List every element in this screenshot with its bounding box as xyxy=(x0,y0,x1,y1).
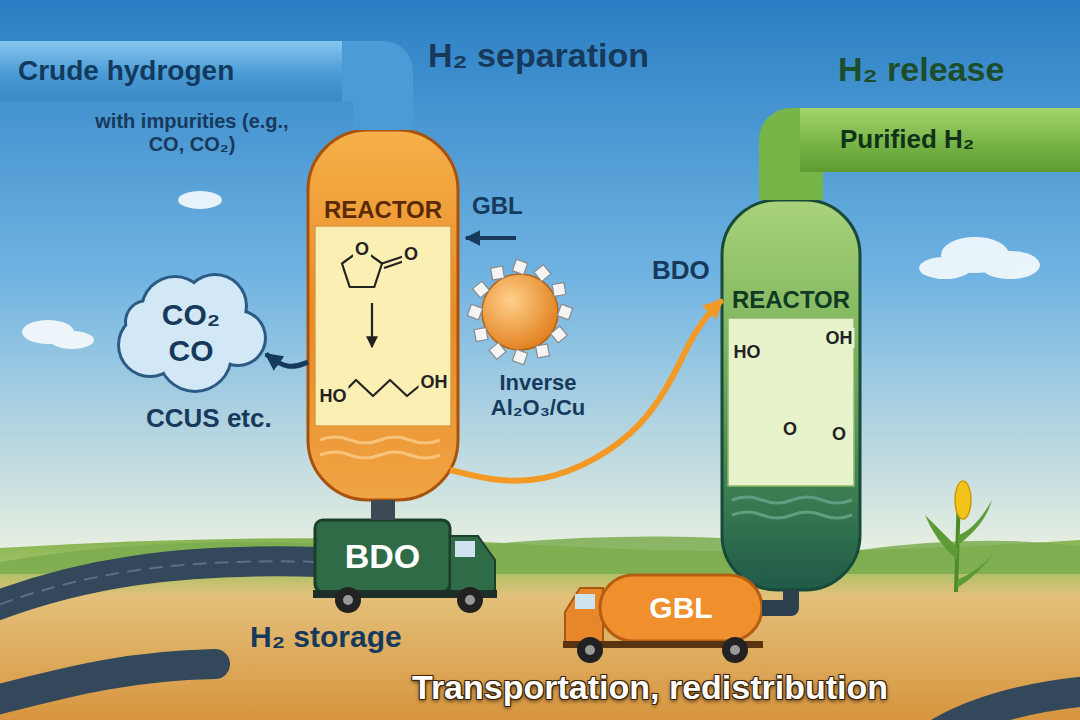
reactor-vessel xyxy=(722,190,860,590)
reactor-vessel xyxy=(308,118,458,500)
truck xyxy=(563,575,763,663)
emission-cloud xyxy=(117,273,267,393)
pipe-band: Crude hydrogen xyxy=(0,41,342,101)
arrow-connector xyxy=(266,354,308,366)
road xyxy=(0,561,1080,720)
node-text: BDO xyxy=(345,536,421,577)
reactor: REACTOR xyxy=(308,130,458,500)
atom-label: O xyxy=(353,239,371,259)
pipe-connector xyxy=(791,140,800,200)
atom-label: OH xyxy=(824,328,855,348)
hose-connector xyxy=(762,590,791,608)
pipe-band: Purified H₂ xyxy=(800,108,1080,172)
atom-label: O xyxy=(830,424,848,444)
nozzle-connector xyxy=(371,500,395,520)
note: with impurities (e.g., CO, CO₂) xyxy=(92,110,292,156)
footer-label: Transportation, redistribution xyxy=(412,668,888,707)
atom-label: HO xyxy=(318,386,349,406)
section-heading: H₂ storage xyxy=(250,620,402,655)
truck xyxy=(313,520,497,613)
node-text: GBL xyxy=(649,590,712,626)
tanker: GBL xyxy=(600,575,762,641)
atom-label: OH xyxy=(419,372,450,392)
sky-clouds xyxy=(22,191,1040,349)
edge-label: BDO xyxy=(652,256,710,286)
node-text: Crude hydrogen xyxy=(18,54,234,88)
atom-label: HO xyxy=(732,342,763,362)
catalyst-particle xyxy=(467,259,572,364)
section-heading: H₂ release xyxy=(838,50,1004,89)
section-heading: H₂ separation xyxy=(428,36,649,75)
corn-plant xyxy=(925,481,995,592)
node-text: REACTOR xyxy=(732,286,850,315)
node-text: Purified H₂ xyxy=(840,124,974,155)
node-text: CO xyxy=(169,333,214,369)
atom-label: O xyxy=(781,419,799,439)
catalyst-label: Inverse Al₂O₃/Cu xyxy=(470,370,606,421)
pipe-connector xyxy=(342,71,383,130)
flow-arrow xyxy=(450,300,722,481)
process-label: CCUS etc. xyxy=(146,404,272,434)
truck-cargo: BDO xyxy=(315,520,450,592)
node-text: REACTOR xyxy=(324,196,442,225)
feed-label: GBL xyxy=(472,192,523,220)
feed-arrow xyxy=(466,236,516,240)
emission-cloud: CO₂CO xyxy=(116,272,266,394)
node-text: CO₂ xyxy=(162,297,220,333)
reactor: REACTOR xyxy=(722,200,860,590)
atom-label: O xyxy=(402,244,420,264)
